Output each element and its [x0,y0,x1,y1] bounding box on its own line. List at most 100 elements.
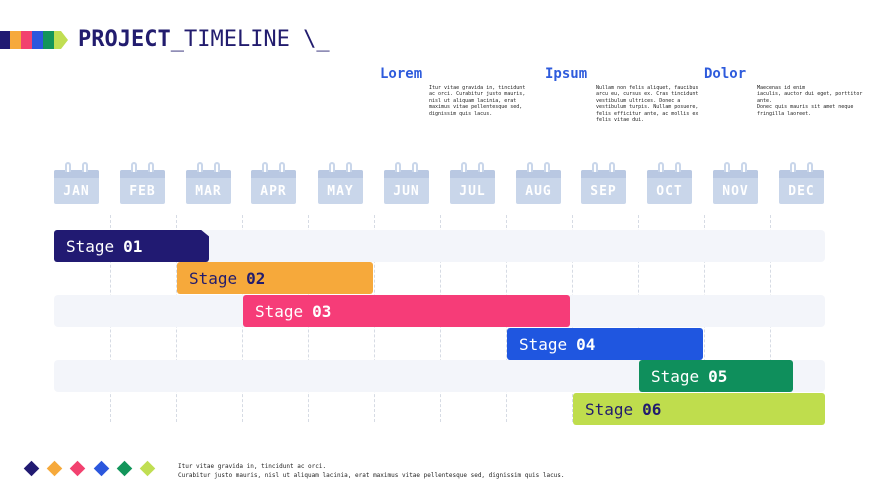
calendar-ring [658,162,664,172]
column-text-line: nisl ut aliquam lacinia, erat [429,97,517,104]
legend-diamond [46,460,63,477]
column-text-ipsum: Nullam non felis aliquet, faucibus arcu … [596,85,698,123]
month-label: JAN [63,184,90,199]
legend-diamond [116,460,133,477]
column-text-line: dignissim quis lacus. [429,110,493,117]
footer-text: Itur vitae gravida in, tincidunt ac orci… [178,463,565,480]
column-text-line: arcu eu, cursus ex. Cras tincidunt [596,91,699,98]
calendar-ring [527,162,533,172]
calendar-icon-top [54,170,99,178]
column-text-line: ante. [757,97,773,104]
calendar-ring [412,162,418,172]
stage-label: Stage [585,399,634,419]
month-label: APR [260,184,287,199]
stage-bar-06[interactable]: Stage 06 [573,393,825,425]
month-label: MAR [195,184,222,199]
calendar-icon-top [647,170,692,178]
month-nov: NOV [713,162,758,204]
calendar-icon-top [186,170,231,178]
column-text-line: fringilla laoreet. [757,110,812,117]
column-text-line: Nullam non felis aliquet, faucibus [596,85,699,91]
month-may: MAY [318,162,363,204]
calendar-icon-top [384,170,429,178]
month-label: OCT [656,184,683,199]
calendar-icon-top [779,170,824,178]
legend-diamond [23,460,40,477]
calendar-icon-top [450,170,495,178]
column-heading-lorem: Lorem [380,66,423,82]
month-label: DEC [788,184,815,199]
legend-diamond [69,460,86,477]
title-rest: _TIMELINE \_ [170,27,330,52]
calendar-ring [131,162,137,172]
month-jan: JAN [54,162,99,204]
column-text-lorem: Itur vitae gravida in, tincidunt ac orci… [429,85,525,117]
calendar-ring [279,162,285,172]
calendar-ring [82,162,88,172]
column-heading-dolor: Dolor [704,66,747,82]
column-text-line: iaculis, auctor dui eget, porttitor [757,91,863,98]
stage-label: Stage [651,366,700,386]
column-text-dolor: Maecenas id enim iaculis, auctor dui ege… [757,85,862,117]
stage-number: 06 [642,399,662,419]
month-jul: JUL [450,162,495,204]
month-apr: APR [251,162,296,204]
legend-diamond [93,460,110,477]
month-label: FEB [129,184,156,199]
calendar-ring [675,162,681,172]
calendar-ring [724,162,730,172]
stage-number: 04 [576,334,596,354]
month-label: MAY [327,184,354,199]
legend-diamond [139,460,156,477]
month-oct: OCT [647,162,692,204]
calendar-ring [65,162,71,172]
calendar-icon-top [120,170,165,178]
column-text-line: felis vitae dui. [596,117,645,124]
calendar-ring [807,162,813,172]
stage-label: Stage [189,268,238,288]
calendar-icon-top [516,170,561,178]
month-label: JUL [459,184,486,199]
month-label: AUG [525,184,552,199]
stage-number: 01 [123,236,143,256]
calendar-icon-top [318,170,363,178]
calendar-ring [395,162,401,172]
stage-number: 05 [708,366,728,386]
footer-line: Curabitur justo mauris, nisl ut aliquam … [178,471,565,479]
calendar-ring [329,162,335,172]
month-dec: DEC [779,162,824,204]
calendar-icon-top [251,170,296,178]
calendar-icon-top [713,170,758,178]
column-text-line: ac orci. Curabitur justo mauris, [429,91,526,98]
calendar-ring [741,162,747,172]
stage-bar-04[interactable]: Stage 04 [507,328,703,360]
stage-number: 03 [312,301,332,321]
month-label: SEP [590,184,617,199]
calendar-ring [592,162,598,172]
month-label: NOV [722,184,749,199]
month-sep: SEP [581,162,626,204]
calendar-icon-top [581,170,626,178]
stage-bar-05[interactable]: Stage 05 [639,360,793,392]
calendar-ring [544,162,550,172]
stage-label: Stage [519,334,568,354]
calendar-ring [478,162,484,172]
column-text-line: Donec quis mauris sit amet neque [757,104,854,111]
month-feb: FEB [120,162,165,204]
column-text-line: felis efficitur ante, ac mollis ex [596,110,699,117]
title-bold: PROJECT [78,27,171,52]
footer-line: Itur vitae gravida in, tincidunt ac orci… [178,463,327,470]
calendar-ring [346,162,352,172]
calendar-ring [197,162,203,172]
column-text-line: maximus vitae pellentesque sed, [429,104,523,111]
calendar-ring [461,162,467,172]
month-mar: MAR [186,162,231,204]
column-text-line: Maecenas id enim [757,85,806,91]
logo-color-strip [0,31,68,49]
column-heading-ipsum: Ipsum [545,66,588,82]
month-jun: JUN [384,162,429,204]
column-text-line: vestibulum turpis. Nullam posuere, [596,104,699,111]
